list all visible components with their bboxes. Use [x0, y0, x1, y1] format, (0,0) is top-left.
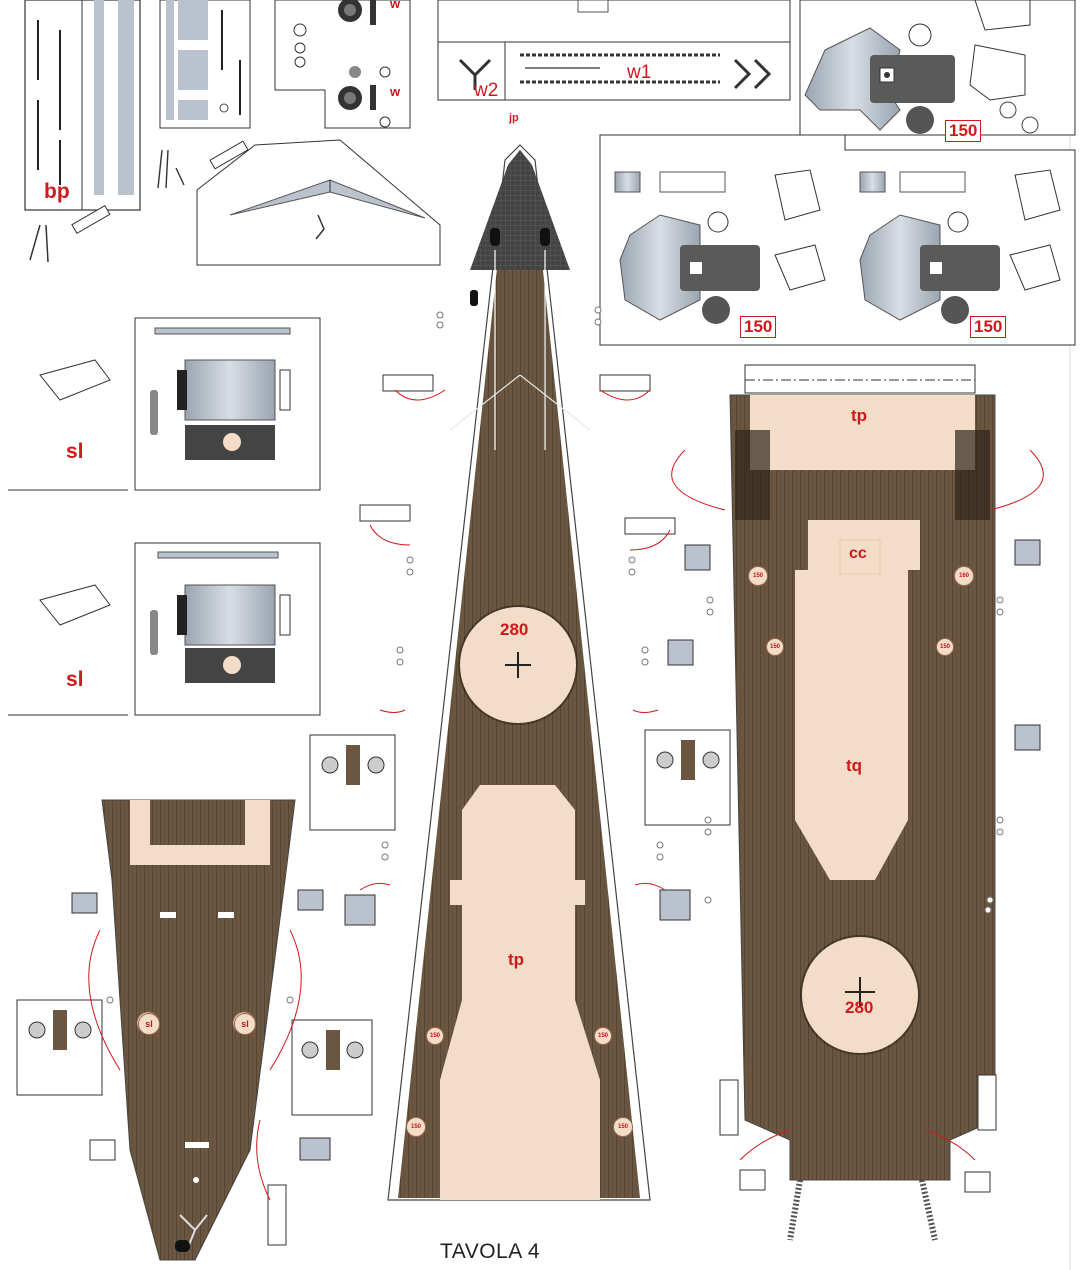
ring-150-bow-right: 150 — [594, 1027, 612, 1045]
ring-sl-left: sl — [138, 1013, 160, 1035]
w-panel — [274, 0, 411, 129]
label-w-bottom: w — [390, 84, 401, 99]
label-w1: w1 — [627, 62, 652, 83]
anchor-box-center-bottom — [291, 1019, 373, 1116]
chain-panel — [437, 0, 791, 101]
ring-160-stern-tr: 160 — [954, 566, 974, 586]
label-w2: w2 — [474, 80, 499, 101]
anchor-box-right-top — [644, 729, 731, 826]
label-w-top: w — [390, 0, 401, 11]
label-sl-bottom: sl — [66, 668, 84, 691]
label-tq: tq — [846, 756, 863, 775]
sl-panel-bottom — [8, 542, 321, 716]
label-cc: cc — [849, 545, 867, 562]
ring-150-bow-left: 150 — [426, 1027, 444, 1045]
ring-150-stern-tl: 150 — [748, 566, 768, 586]
label-tp-stern: tp — [851, 406, 868, 425]
label-sl-top: sl — [66, 440, 84, 463]
label-280-bow: 280 — [500, 620, 529, 639]
ring-150-stern-ml: 150 — [766, 638, 784, 656]
label-bp: bp — [44, 180, 70, 203]
turret-group-top — [799, 0, 1076, 151]
anchor-box-left-top — [309, 734, 396, 831]
label-150-top: 150 — [945, 120, 982, 142]
wing-panel — [196, 139, 441, 266]
ring-150-bow-left-low: 150 — [406, 1117, 426, 1137]
ring-sl-right: sl — [234, 1013, 256, 1035]
small-fittings — [71, 374, 1041, 1246]
label-150-right: 150 — [970, 316, 1007, 338]
stern-deck — [729, 364, 996, 1241]
bp-panel — [24, 0, 251, 263]
turret-group-pair — [599, 134, 1076, 346]
label-280-stern: 280 — [845, 998, 874, 1017]
leader-lines — [88, 389, 1044, 1201]
bow-deck — [387, 144, 651, 1201]
anchor-box-left-bottom — [16, 999, 103, 1096]
label-tp-bow: tp — [508, 950, 525, 969]
edge-rivets — [106, 306, 1004, 1004]
ring-150-bow-right-low: 150 — [613, 1117, 633, 1137]
label-jp: jp — [509, 112, 519, 124]
sl-panel-top — [8, 317, 321, 491]
ring-150-stern-mr: 150 — [936, 638, 954, 656]
label-150-left: 150 — [740, 316, 777, 338]
sheet-title: TAVOLA 4 — [440, 1240, 541, 1263]
